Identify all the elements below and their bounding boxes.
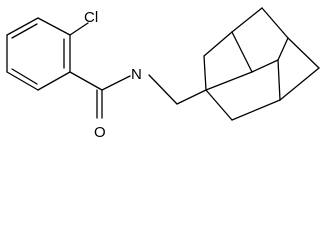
- oxygen-label: O: [94, 124, 106, 141]
- cage-bond: [231, 7, 263, 33]
- chemical-structure: Cl O N: [6, 7, 320, 141]
- cage-bond: [203, 31, 233, 57]
- n-ch2-bond: [148, 74, 178, 105]
- ring-bond: [37, 17, 71, 36]
- c-cl-bond: [69, 22, 89, 36]
- ring-double-bond: [11, 68, 38, 85]
- cage-bond: [287, 37, 320, 69]
- cage-bond: [203, 55, 207, 91]
- cage-bond: [279, 67, 320, 101]
- ring-double-bond: [11, 23, 38, 39]
- ch2-adamantyl-bond: [176, 89, 207, 105]
- nitrogen-label: N: [131, 66, 142, 83]
- ring-bond: [6, 71, 39, 91]
- chlorine-label: Cl: [84, 9, 98, 26]
- cage-bond: [277, 37, 289, 61]
- cage-bond: [231, 31, 253, 73]
- amide-c-n-bond: [101, 75, 131, 91]
- adamantane-cage: [203, 7, 320, 121]
- cage-bond: [261, 7, 289, 39]
- cage-bond: [205, 71, 253, 91]
- cage-bond: [231, 99, 281, 121]
- cage-bond: [205, 89, 233, 121]
- ring-carbonyl-bond: [69, 71, 103, 91]
- cage-bond: [251, 59, 279, 73]
- ring-bond: [6, 17, 39, 36]
- ring-bond: [37, 71, 71, 91]
- benzene-ring: [6, 17, 71, 91]
- cage-bond: [277, 59, 281, 101]
